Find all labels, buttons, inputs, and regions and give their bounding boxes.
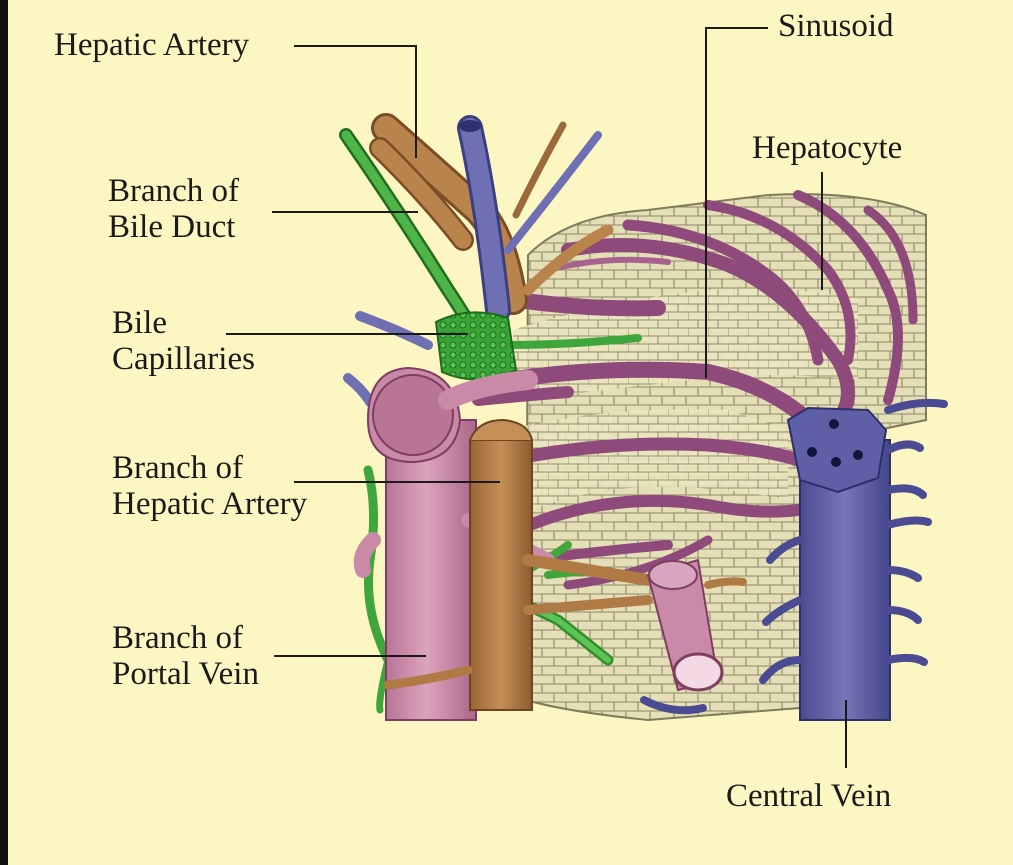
label-line: Branch of [112, 620, 259, 656]
label-hepatic-artery: Hepatic Artery [54, 27, 249, 63]
label-line: Branch of [108, 173, 239, 209]
bile-capillaries-cluster [436, 312, 516, 379]
label-branch-of-portal-vein: Branch of Portal Vein [112, 620, 259, 692]
label-sinusoid: Sinusoid [778, 8, 894, 44]
label-line: Bile Duct [108, 209, 239, 245]
label-branch-of-hepatic-artery: Branch of Hepatic Artery [112, 450, 307, 522]
label-hepatocyte: Hepatocyte [752, 130, 902, 166]
label-bile-capillaries: Bile Capillaries [112, 305, 255, 377]
label-line: Capillaries [112, 341, 255, 377]
label-line: Hepatic Artery [112, 486, 307, 522]
label-line: Bile [112, 305, 255, 341]
label-central-vein: Central Vein [726, 778, 891, 814]
label-line: Branch of [112, 450, 307, 486]
label-branch-of-bile-duct: Branch of Bile Duct [108, 173, 239, 245]
label-line: Portal Vein [112, 656, 259, 692]
